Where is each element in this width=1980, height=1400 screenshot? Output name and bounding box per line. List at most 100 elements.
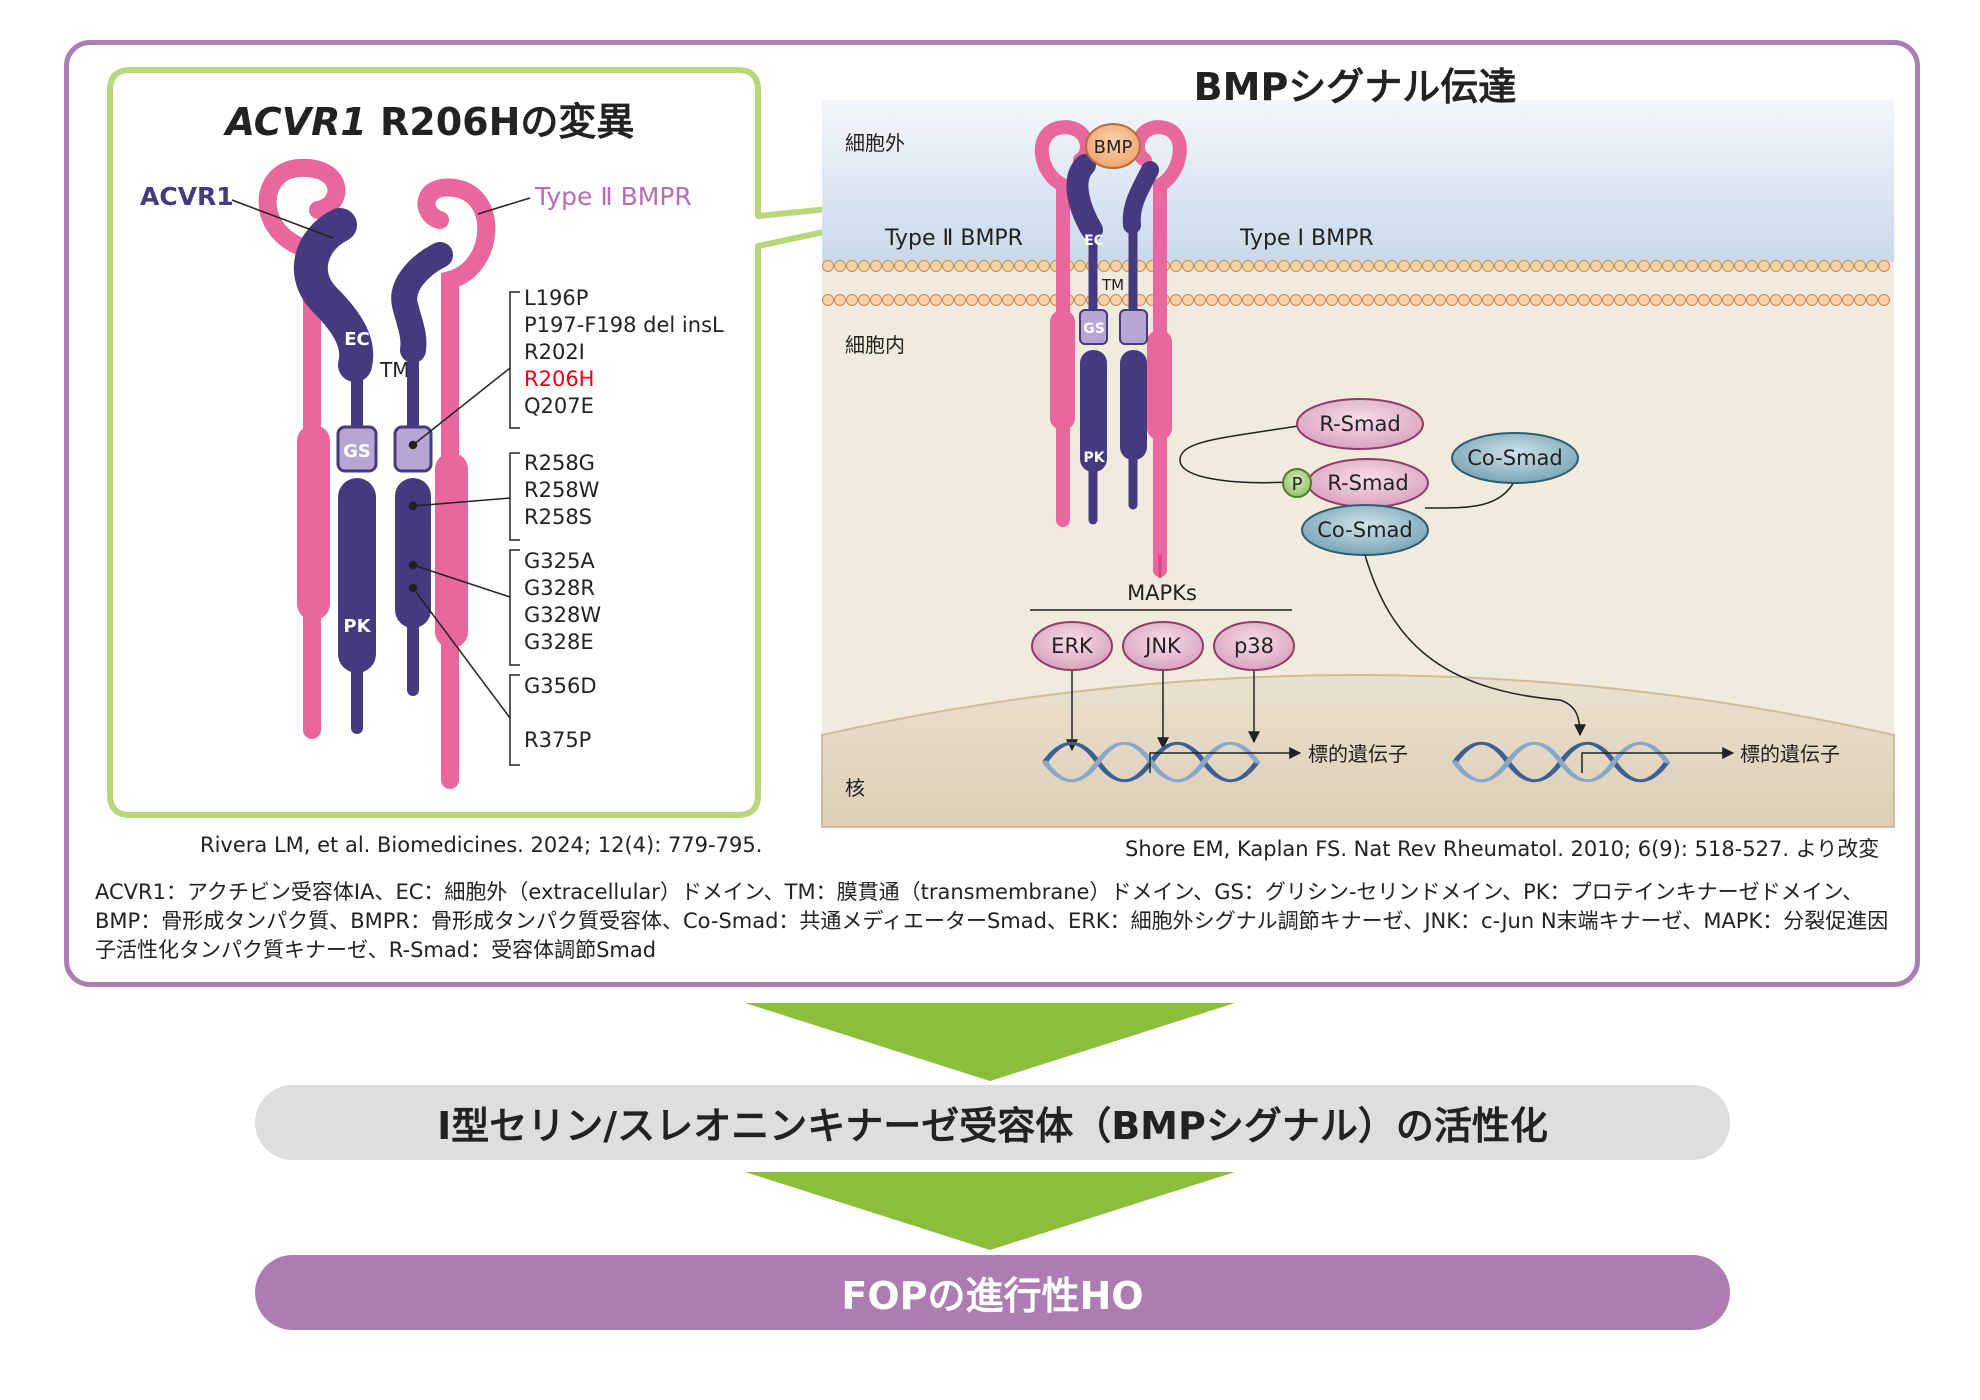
mutation-label: P197-F198 del insL: [524, 313, 724, 337]
lipid-head: [1206, 294, 1218, 306]
left-panel-title: ACVR1 R206Hの変異: [223, 100, 635, 144]
lipid-head: [1602, 260, 1614, 272]
acvr1-ec-domain: [293, 208, 374, 382]
lipid-head: [1074, 260, 1086, 272]
lipid-head: [1734, 260, 1746, 272]
lipid-head: [1662, 294, 1674, 306]
cell-membrane: [822, 260, 1894, 306]
lipid-head: [1626, 294, 1638, 306]
lipid-head: [894, 294, 906, 306]
lipid-head: [1686, 294, 1698, 306]
r-smad-ellipse: [1296, 398, 1424, 450]
lipid-head: [1878, 294, 1890, 306]
lipid-head: [1026, 260, 1038, 272]
lipid-head: [1302, 260, 1314, 272]
phospho-label: P: [1292, 474, 1303, 495]
acvr1-ec-label: EC: [344, 329, 370, 350]
mutation-label: G356D: [524, 674, 597, 698]
r-smad-label: R-Smad: [1319, 412, 1400, 436]
extracellular-region: [822, 100, 1894, 262]
lipid-head: [1602, 294, 1614, 306]
target-gene-label-1: 標的遺伝子: [1308, 742, 1408, 766]
bmp-receptor-complex: EC TM GS PK BMP: [1034, 120, 1187, 577]
phospho-circle: [1282, 468, 1312, 498]
acvr1-pk-domain: [338, 478, 376, 673]
lipid-head: [882, 294, 894, 306]
right-gs-right: [1119, 309, 1148, 345]
lipid-head: [1326, 260, 1338, 272]
lipid-head: [1806, 294, 1818, 306]
mutation-label: G325A: [524, 549, 595, 573]
lipid-head: [1230, 294, 1242, 306]
lipid-head: [1578, 260, 1590, 272]
p38-label: p38: [1234, 634, 1274, 658]
lipid-head: [1242, 294, 1254, 306]
lipid-head: [942, 294, 954, 306]
lipid-head: [978, 294, 990, 306]
lipid-head: [1710, 260, 1722, 272]
co-smad-line: [1424, 479, 1516, 509]
lipid-head: [1278, 294, 1290, 306]
callout-box: [107, 67, 1023, 818]
lipid-head: [1170, 294, 1182, 306]
lipid-head: [1014, 260, 1026, 272]
abbreviation-legend: ACVR1：アクチビン受容体ⅠA、EC：細胞外（extracellular）ドメ…: [95, 880, 1889, 962]
right-type1-pink-segment: [1147, 330, 1172, 440]
lipid-head: [1650, 260, 1662, 272]
lipid-head: [1698, 294, 1710, 306]
lipid-head: [942, 260, 954, 272]
lipid-head: [1458, 260, 1470, 272]
lipid-head: [1554, 260, 1566, 272]
right-type1-label: Type Ⅰ BMPR: [1239, 226, 1374, 251]
lipid-head: [846, 260, 858, 272]
co-smad-label: Co-Smad: [1467, 446, 1562, 470]
lipid-head: [1494, 260, 1506, 272]
mapk-pathway: MAPKs ERK JNK p38: [1030, 555, 1295, 752]
mutation-label: R202I: [524, 340, 585, 364]
acvr1-pink-hook: [258, 159, 346, 739]
lipid-head: [1746, 260, 1758, 272]
right-gs-label: GS: [1083, 321, 1105, 337]
lipid-head: [1482, 260, 1494, 272]
bmp-ligand: [1085, 123, 1141, 169]
lipid-head: [1314, 260, 1326, 272]
lipid-head: [1866, 294, 1878, 306]
lipid-head: [1338, 294, 1350, 306]
lipid-head: [1434, 294, 1446, 306]
acvr1-pink-segment: [297, 425, 330, 620]
lipid-head: [894, 260, 906, 272]
lipid-head: [1110, 294, 1122, 306]
target-gene-arrow-1: [1149, 747, 1302, 773]
right-ec-label: EC: [1084, 233, 1104, 249]
lipid-head: [1194, 294, 1206, 306]
lipid-head: [1182, 294, 1194, 306]
type2-ec-domain: [391, 242, 453, 363]
right-panel: BMPシグナル伝達 細胞外 細胞内 核 Type Ⅱ BMPR Type Ⅰ B…: [821, 65, 1895, 828]
type2-pink-segment: [435, 453, 468, 648]
lipid-head: [1194, 260, 1206, 272]
mutation-label: G328R: [524, 576, 595, 600]
lipid-head: [1038, 294, 1050, 306]
flow-arrow-2: [745, 1172, 1235, 1250]
right-tm-label: TM: [1101, 276, 1124, 294]
lipid-head: [1254, 294, 1266, 306]
erk-label: ERK: [1051, 634, 1094, 658]
lipid-head: [930, 294, 942, 306]
lipid-head: [1722, 260, 1734, 272]
lipid-head: [1026, 294, 1038, 306]
lipid-head: [966, 294, 978, 306]
lipid-head: [1374, 294, 1386, 306]
lipid-head: [1410, 294, 1422, 306]
lipid-head: [1566, 260, 1578, 272]
lipid-head: [1674, 294, 1686, 306]
lipid-head: [1734, 294, 1746, 306]
erk-ellipse: [1031, 621, 1113, 671]
lipid-head: [1266, 260, 1278, 272]
lipid-head: [990, 294, 1002, 306]
mutation-label: R258G: [524, 451, 595, 475]
co-smad-bound-label: Co-Smad: [1317, 518, 1412, 542]
lipid-head: [834, 294, 846, 306]
right-pk-label: PK: [1083, 450, 1105, 466]
lipid-head: [1506, 260, 1518, 272]
acvr1-receptor: EC GS PK TM: [258, 159, 409, 739]
